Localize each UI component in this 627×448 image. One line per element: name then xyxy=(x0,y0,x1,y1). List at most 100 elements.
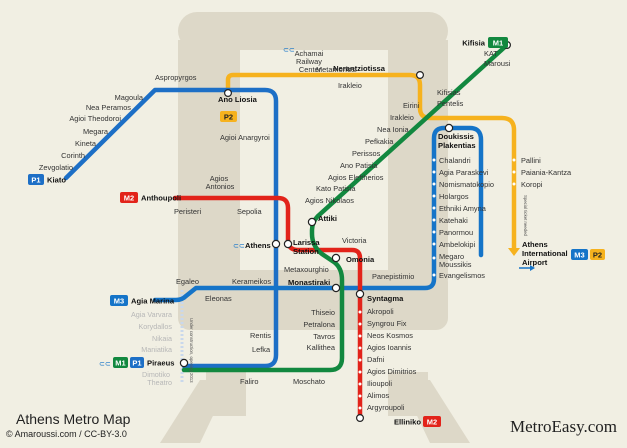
tick-dafni xyxy=(358,358,362,362)
label-ilioupoli: Ilioupoli xyxy=(367,379,392,388)
badge-m2-anthoupoli-text: M2 xyxy=(124,194,134,203)
watermark-rail-right xyxy=(400,380,470,443)
label-monastiraki: Monastiraki xyxy=(288,278,330,287)
label-nea-peramos: Nea Peramos xyxy=(86,103,131,112)
tick-pallini xyxy=(512,158,516,162)
label-dimotiko-theatro: Dimotiko Theatro xyxy=(142,370,172,387)
label-kifisias: Kifisias xyxy=(437,88,461,97)
tick-katehaki xyxy=(432,218,436,222)
label-koropi: Koropi xyxy=(521,180,543,189)
badge-m1-piraeus-text: M1 xyxy=(115,359,125,368)
label-metamorfosi: Metamorfosi xyxy=(316,65,357,74)
badge-m1-kifisia-text: M1 xyxy=(493,39,503,48)
badge-m2-elliniko xyxy=(423,416,441,427)
label-panepistimio: Panepistimio xyxy=(372,272,414,281)
p2-yellow-route xyxy=(225,72,517,253)
ring-syntagma xyxy=(355,289,365,299)
ring-ano-liosia xyxy=(224,88,233,97)
label-nikaia: Nikaia xyxy=(152,334,172,343)
watermark-train xyxy=(160,12,470,443)
label-korydallos: Korydallos xyxy=(138,322,172,331)
tick-agia-paraskevi xyxy=(432,170,436,174)
badge-p2-ano-liosia-text: P2 xyxy=(224,113,233,122)
label-agios-ioannis: Agios Ioannis xyxy=(367,343,412,352)
label-ano-liosia: Ano Liosia xyxy=(218,95,258,104)
interchange-labels: Nerantziotissa Attiki Athens Omonia Mona… xyxy=(245,64,404,303)
tick-megaro xyxy=(432,256,436,260)
rail-icon-piraeus: ⊂⊂ xyxy=(99,361,111,368)
label-ethniki-amyna: Ethniki Amyna xyxy=(439,204,487,213)
badge-m3-airport-text: M3 xyxy=(574,251,584,260)
label-agios-dimitrios: Agios Dimitrios xyxy=(367,367,417,376)
tick-panormou xyxy=(432,230,436,234)
label-rentis: Rentis xyxy=(250,331,271,340)
tick-agios-dimitrios xyxy=(358,370,362,374)
label-attiki: Attiki xyxy=(318,214,337,223)
line-m2 xyxy=(172,195,363,421)
tick-agios-ioannis xyxy=(358,346,362,350)
watermark-base xyxy=(178,270,448,330)
line-proastiakos xyxy=(225,72,517,253)
label-thiseio: Thiseio xyxy=(311,308,335,317)
brand: MetroEasy.com xyxy=(510,417,617,436)
label-peristeri: Peristeri xyxy=(174,207,201,216)
tick-alimos xyxy=(358,394,362,398)
label-athens: Athens xyxy=(245,241,271,250)
label-holargos: Holargos xyxy=(439,192,469,201)
tick-nomismatokopio xyxy=(432,182,436,186)
label-piraeus: Piraeus xyxy=(147,359,174,368)
tick-evangelismos xyxy=(432,273,436,277)
label-neos-kosmos: Neos Kosmos xyxy=(367,331,413,340)
label-metaxourghio: Metaxourghio xyxy=(284,265,329,274)
ring-larissa xyxy=(283,239,293,249)
tick-neos-kosmos xyxy=(358,334,362,338)
watermark-rail-left xyxy=(160,380,230,443)
station-labels: KAT Marousi Kifisias Pentelis Irakleio M… xyxy=(39,49,572,412)
tick-akropoli xyxy=(358,310,362,314)
label-agioi-anargyroi: Agioi Anargyroi xyxy=(220,133,270,142)
label-kifisia: Kifisia xyxy=(462,39,486,48)
tick-syngrou xyxy=(358,322,362,326)
label-syntagma: Syntagma xyxy=(367,294,404,303)
label-kerameikos: Kerameikos xyxy=(232,277,271,286)
label-nomismatokopio: Nomismatokopio xyxy=(439,180,494,189)
m2-route xyxy=(172,195,363,421)
ring-piraeus xyxy=(179,358,189,368)
label-panormou: Panormou xyxy=(439,228,473,237)
badge-m2-anthoupoli xyxy=(120,192,138,203)
terminus-labels: Kifisia Kiato Anthoupoli Agia Marina Pir… xyxy=(47,39,486,427)
label-airport: Athens International Airport xyxy=(522,240,570,267)
line-m3 xyxy=(152,125,484,303)
ring-monastiraki xyxy=(331,283,341,293)
tick-ethniki-amyna xyxy=(432,206,436,210)
label-maniatika: Maniatika xyxy=(141,345,172,354)
rail-icon-achamai: ⊂⊂ xyxy=(283,47,295,54)
tick-ilioupoli xyxy=(358,382,362,386)
rail-symbols: ⊂⊂ ⊂⊂ ⊂⊂ xyxy=(99,47,295,368)
label-faliro: Faliro xyxy=(240,377,258,386)
ring-doukissis xyxy=(444,123,454,133)
label-agios-nikolaos: Agios Nikolaos xyxy=(305,196,354,205)
p1-route xyxy=(63,87,279,369)
ring-athens xyxy=(271,239,281,249)
label-marousi: Marousi xyxy=(484,59,511,68)
interchange-rings xyxy=(179,40,512,423)
rail-icon-athens: ⊂⊂ xyxy=(233,243,245,250)
badge-m1-kifisia xyxy=(488,37,508,48)
label-agia-paraskevi: Agia Paraskevi xyxy=(439,168,489,177)
airport-arrowhead xyxy=(530,265,535,271)
label-agios-eleftherios: Agios Eleftherios xyxy=(328,173,384,182)
label-argyroupoli: Argyroupoli xyxy=(367,403,405,412)
label-kallithea: Kallithea xyxy=(307,343,336,352)
airport-arrow xyxy=(508,248,520,256)
map-title: Athens Metro Map xyxy=(16,411,131,427)
badge-p1-kiato xyxy=(28,174,44,185)
badge-m1-piraeus xyxy=(113,357,128,368)
badge-p1-piraeus xyxy=(130,357,144,368)
ring-attiki xyxy=(307,217,317,227)
label-kato-patisia: Kato Patisia xyxy=(316,184,356,193)
badge-m3-agia-marina-text: M3 xyxy=(114,297,124,306)
label-agia-marina: Agia Marina xyxy=(131,297,175,306)
tick-paiania xyxy=(512,170,516,174)
